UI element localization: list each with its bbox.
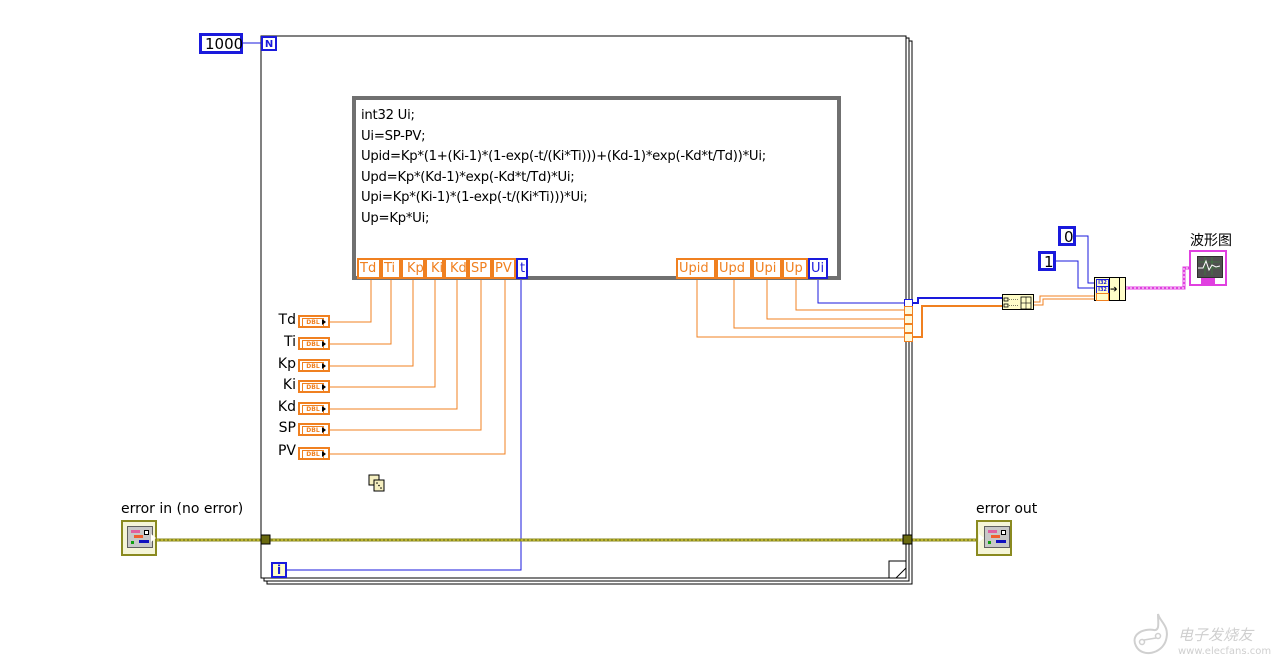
control-kd-label: Kd xyxy=(277,399,296,415)
build-waveform-node[interactable]: I32 I32 ➔ xyxy=(1094,277,1126,301)
upid-array-wire xyxy=(913,305,1002,338)
node-divider xyxy=(1119,278,1120,300)
control-td-terminal[interactable]: DBL xyxy=(298,315,330,328)
formula-input-t[interactable]: t xyxy=(516,258,528,279)
control-ki-label: Ki xyxy=(282,377,296,393)
arrow-right-icon: ➔ xyxy=(1110,285,1118,295)
control-kp-label: Kp xyxy=(277,356,296,372)
dbl-type-label: DBL xyxy=(302,405,324,414)
iteration-wire xyxy=(287,279,522,571)
formula-line: Upi=Kp*(Ki-1)*(1-exp(-t/(Ki*Ti)))*Ui; xyxy=(361,190,588,206)
waveform-wire xyxy=(1126,266,1190,290)
input-arrow-icon xyxy=(1192,264,1197,272)
control-kd-terminal[interactable]: DBL xyxy=(298,402,330,415)
output-arrow-icon xyxy=(322,427,326,433)
ui-array-wire xyxy=(913,297,1002,304)
tunnel-upd xyxy=(904,324,913,333)
elecfans-logo-icon xyxy=(1133,613,1168,655)
iteration-terminal: i xyxy=(271,562,287,578)
output-arrow-icon xyxy=(322,384,326,390)
dbl-type-label: DBL xyxy=(302,318,324,327)
waveform-graph-label: 波形图 xyxy=(1190,233,1232,249)
control-td-label: Td xyxy=(278,312,296,328)
formula-input-sp[interactable]: SP xyxy=(468,258,492,279)
y-input-label xyxy=(1096,293,1109,301)
formula-line: Up=Kp*Ui; xyxy=(361,210,430,226)
formula-input-ti[interactable]: Ti xyxy=(381,258,401,279)
2d-array-wire xyxy=(1034,295,1094,306)
count-terminal: N xyxy=(261,36,277,51)
formula-output-upi[interactable]: Upi xyxy=(752,258,782,279)
control-wires xyxy=(330,279,506,455)
t0-wire xyxy=(1076,235,1094,284)
node-divider xyxy=(1109,278,1110,300)
dbl-type-label: DBL xyxy=(302,383,324,392)
error-cluster-icon xyxy=(127,526,153,548)
dt-constant[interactable]: 1 xyxy=(1038,251,1056,271)
t0-constant[interactable]: 0 xyxy=(1058,226,1076,246)
input-arrow-icon xyxy=(979,534,984,542)
error-in-control[interactable] xyxy=(121,520,157,556)
tunnel-upid xyxy=(904,333,913,342)
output-arrow-icon xyxy=(151,534,156,542)
error-in-tunnel xyxy=(260,534,271,545)
control-sp-terminal[interactable]: DBL xyxy=(298,423,330,436)
formula-line: Upd=Kp*(Kd-1)*exp(-Kd*t/Td)*Ui; xyxy=(361,169,575,185)
watermark-name: 电子发烧友 xyxy=(1178,626,1254,644)
formula-output-upid[interactable]: Upid xyxy=(676,258,716,279)
dbl-type-label: DBL xyxy=(302,450,324,459)
control-ti-terminal[interactable]: DBL xyxy=(298,337,330,350)
control-ki-terminal[interactable]: DBL xyxy=(298,380,330,393)
tunnel-up xyxy=(904,306,913,315)
formula-output-up[interactable]: Up xyxy=(782,258,808,279)
formula-line: Upid=Kp*(1+(Ki-1)*(1-exp(-t/(Ki*Ti)))+(K… xyxy=(361,149,766,165)
error-out-label: error out xyxy=(976,501,1038,517)
output-arrow-icon xyxy=(322,406,326,412)
output-arrow-icon xyxy=(322,451,326,457)
formula-output-upd[interactable]: Upd xyxy=(716,258,752,279)
output-wires xyxy=(696,279,904,338)
control-pv-terminal[interactable]: DBL xyxy=(298,447,330,460)
dbl-type-label: DBL xyxy=(302,340,324,349)
formula-input-td[interactable]: Td xyxy=(357,258,381,279)
formula-line: int32 Ui; xyxy=(361,108,415,123)
formula-output-ui[interactable]: Ui xyxy=(808,258,828,279)
dbl-type-label: DBL xyxy=(302,426,324,435)
error-in-label: error in (no error) xyxy=(121,501,244,517)
waveform-graph-indicator[interactable] xyxy=(1189,250,1227,286)
control-sp-label: SP xyxy=(278,420,296,436)
formula-input-pv[interactable]: PV xyxy=(492,258,516,279)
control-kp-terminal[interactable]: DBL xyxy=(298,359,330,372)
output-arrow-icon xyxy=(322,363,326,369)
control-ti-label: Ti xyxy=(283,334,296,350)
build-array-icon xyxy=(1003,296,1032,310)
watermark-url: www.elecfans.com xyxy=(1178,646,1272,657)
formula-line: Ui=SP-PV; xyxy=(361,128,426,144)
dt-wire xyxy=(1056,260,1094,289)
formula-input-kp[interactable]: Kp xyxy=(401,258,425,279)
loop-count-constant[interactable]: 1000 xyxy=(199,33,243,54)
formula-input-kd[interactable]: Kd xyxy=(444,258,468,279)
random-number-dice-icon[interactable] xyxy=(367,473,387,493)
control-pv-label: PV xyxy=(277,443,296,459)
graph-footer xyxy=(1201,278,1215,284)
dbl-type-label: DBL xyxy=(302,362,324,371)
error-out-indicator[interactable] xyxy=(976,520,1012,556)
output-arrow-icon xyxy=(322,319,326,325)
output-arrow-icon xyxy=(322,341,326,347)
formula-node[interactable]: int32 Ui; Ui=SP-PV; Upid=Kp*(1+(Ki-1)*(1-e… xyxy=(352,96,841,280)
error-out-tunnel xyxy=(902,534,913,545)
formula-code[interactable]: int32 Ui; Ui=SP-PV; Upid=Kp*(1+(Ki-1)*(1-e… xyxy=(361,106,766,230)
build-array-node[interactable] xyxy=(1002,294,1034,310)
tunnel-upi xyxy=(904,315,913,324)
error-cluster-icon xyxy=(984,526,1010,548)
graph-icon xyxy=(1197,256,1223,278)
formula-input-ki[interactable]: Ki xyxy=(425,258,444,279)
